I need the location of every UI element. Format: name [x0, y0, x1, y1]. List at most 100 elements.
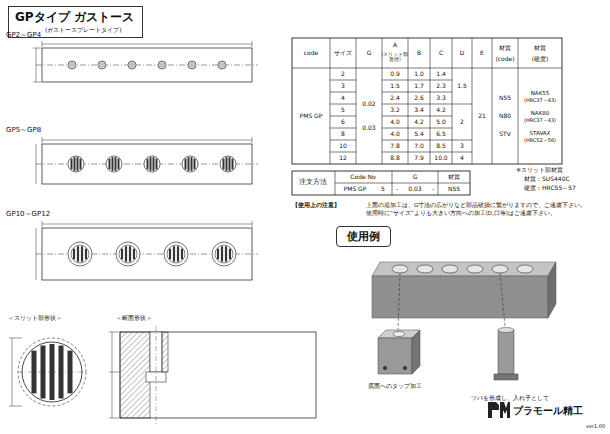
slit-holes: [68, 61, 226, 69]
version-text: ver1.00: [586, 424, 605, 430]
table-cell: 7.0: [414, 143, 424, 150]
table-cell: 21: [478, 113, 486, 120]
order-header: 材質: [448, 174, 460, 181]
table-cell: 6: [341, 119, 345, 126]
table-header: G: [367, 50, 372, 57]
table-header: C: [439, 50, 443, 57]
table-cell: 4: [460, 155, 464, 162]
table-cell: 6.5: [436, 131, 446, 138]
table-cell: 7.9: [414, 155, 424, 162]
order-header: G: [413, 174, 418, 181]
table-cell: 1.0: [414, 71, 424, 78]
table-header: E: [480, 50, 484, 57]
table-header: B: [417, 50, 421, 57]
view-label: GP2～GP4: [6, 32, 41, 40]
table-cell: 5.0: [436, 119, 446, 126]
usage-illustration: [372, 262, 556, 380]
table-cell: 3: [341, 83, 345, 90]
table-cell: PMS GP: [300, 113, 323, 120]
table-cell: 8.5: [436, 143, 446, 150]
table-cell: 2.3: [436, 83, 446, 90]
table-header: code: [304, 50, 318, 57]
table-cell: 3.3: [436, 95, 446, 102]
order-cell: N55: [448, 186, 460, 193]
view-label: GP5～GP8: [6, 127, 41, 135]
table-cell: 2.6: [414, 95, 424, 102]
table-cell: 2: [341, 71, 345, 78]
order-header: 注文方法: [299, 179, 327, 187]
slit-holes: [68, 242, 236, 266]
table-cell: 5.4: [414, 131, 424, 138]
table-cell: 3.2: [390, 107, 400, 114]
heading-text: 使用例: [347, 229, 380, 244]
heading-text: GPタイプ ガストース: [15, 9, 134, 26]
view-label: ＜スリット部形状＞: [8, 315, 62, 322]
table-cell: 0.03: [362, 125, 375, 132]
order-cell: 0.03: [408, 186, 421, 193]
table-header: (code): [495, 56, 514, 63]
table-header: (硬度): [532, 56, 549, 63]
table-grid: [292, 38, 562, 164]
table-cell: STV: [499, 131, 511, 138]
plate-view: [33, 41, 258, 82]
table-header: 材質: [499, 45, 511, 52]
table-cell: 5: [341, 107, 345, 114]
table-cell: 3.4: [414, 107, 424, 114]
table-header: 材質: [534, 45, 546, 52]
slit-detail: [9, 338, 86, 406]
table-cell: 1.4: [436, 71, 446, 78]
table-cell: 1.5: [390, 83, 400, 90]
note-text: ※スリット部材質: [516, 167, 563, 174]
illustration-caption: 底面へのタップ加工: [368, 383, 422, 390]
table-cell: 4.0: [390, 131, 400, 138]
table-cell: 1.5: [457, 83, 467, 90]
view-label: ＜断面形状＞: [116, 315, 152, 322]
section-heading-box: 使用例: [336, 226, 391, 247]
slit-holes: [68, 156, 236, 172]
table-cell: 3: [460, 143, 464, 150]
note-text: 硬度：HRC55～57: [524, 185, 576, 192]
table-cell: (HRC37～43): [524, 98, 556, 104]
table-header: サイズ: [334, 50, 352, 57]
table-cell: 4.2: [414, 119, 424, 126]
order-cell: -: [396, 186, 398, 193]
caution-text: 使用時に”サイズ”よりも大きい方向への加工(D,口等)はご遠慮下さい。: [366, 210, 556, 216]
table-cell: 4: [341, 95, 345, 102]
table-cell: 0.02: [362, 101, 375, 108]
table-cell: 4.0: [390, 119, 400, 126]
order-cell: PMS GP: [344, 186, 367, 193]
table-cell: STAVAX: [530, 130, 551, 136]
table-cell: NAK80: [531, 110, 549, 116]
order-header: Code No: [350, 174, 375, 181]
plate-view: [36, 221, 258, 280]
table-cell: 2: [460, 119, 464, 126]
table-cell: 8: [341, 131, 345, 138]
table-cell: 1.7: [414, 83, 424, 90]
order-cell: -: [432, 186, 434, 193]
order-table-grid: [292, 171, 470, 195]
company-name: プラモール精工: [513, 405, 583, 416]
table-cell: N80: [499, 113, 511, 120]
note-text: 材質：SUS440C: [524, 176, 570, 183]
caution-heading: 【使用上の注意】: [292, 202, 340, 209]
table-cell: 0.9: [390, 71, 400, 78]
illustration-caption: ツバを形成し、入れ子として: [471, 395, 549, 402]
table-cell: 2.4: [390, 95, 400, 102]
table-cell: 4.2: [436, 107, 446, 114]
table-cell: NAK55: [531, 90, 549, 96]
table-cell: (HRC52～56): [524, 138, 556, 144]
table-cell: N55: [499, 95, 511, 102]
table-cell: 12: [339, 155, 347, 162]
table-cell: 10.0: [434, 155, 447, 162]
table-header: D: [460, 50, 465, 57]
table-cell: (HRC37～43): [524, 118, 556, 124]
table-cell: 7.8: [390, 143, 400, 150]
table-header: (スリット部直径): [381, 53, 409, 63]
table-cell: 10: [339, 143, 347, 150]
logo-mark: [488, 402, 510, 418]
caution-text: 上面の追加工は、G寸法の広がりなど部品破損に繋がりますので、ご遠慮下さい。: [366, 202, 586, 208]
view-label: GP10～GP12: [6, 211, 50, 219]
table-header: A: [393, 42, 397, 49]
